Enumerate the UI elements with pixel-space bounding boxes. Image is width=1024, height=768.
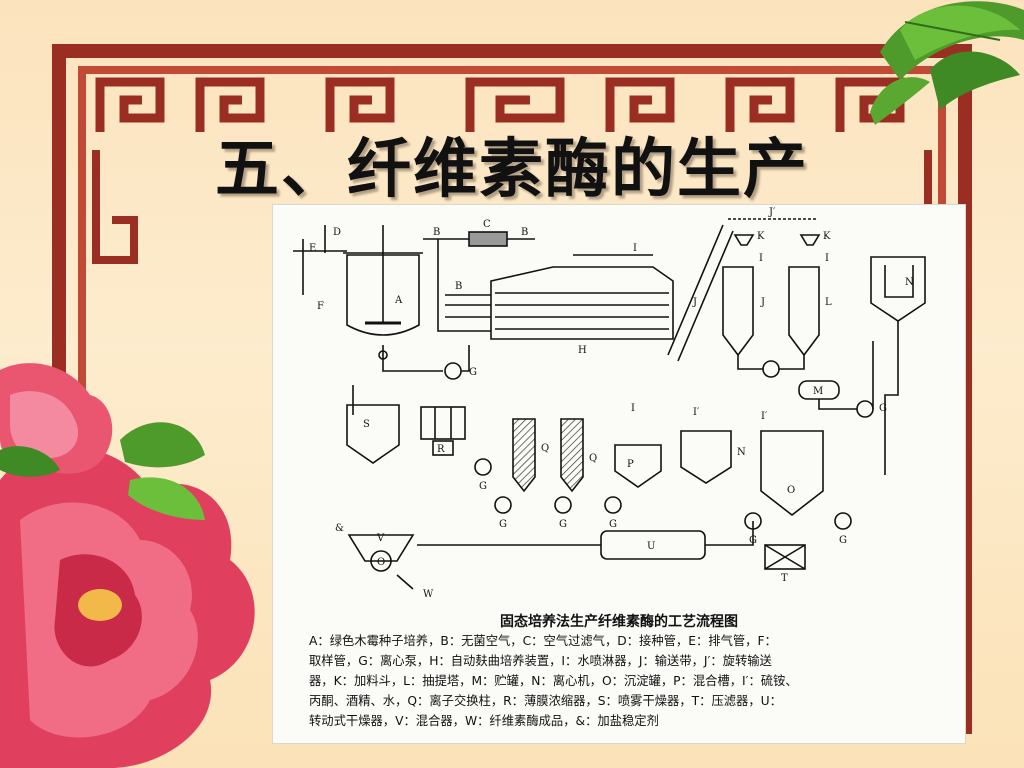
label-n2: N: [737, 447, 746, 458]
ion-exchange-column-1: [512, 418, 536, 493]
label-g4: G: [499, 519, 507, 530]
green-leaves-icon: [870, 1, 1024, 125]
settling-tank-o: [760, 430, 824, 517]
extraction-tower-1: [722, 266, 754, 357]
label-b3: B: [455, 281, 462, 292]
centrifuge-n-bottom: [680, 430, 732, 484]
label-i6: I′: [761, 411, 768, 422]
slide-title: 五、纤维素酶的生产: [215, 132, 809, 207]
label-n1: N: [905, 277, 914, 288]
label-u: U: [647, 541, 655, 552]
label-t: T: [781, 573, 788, 584]
spray-dryer-s: [346, 404, 400, 464]
peony-flower-icon: [0, 363, 255, 768]
extraction-tower-2: [788, 266, 820, 357]
label-d: D: [333, 227, 341, 238]
label-g8: G: [839, 535, 847, 546]
label-h: H: [578, 345, 587, 356]
label-s: S: [363, 419, 370, 430]
legend-line: 转动式干燥器，V：混合器，W：纤维素酶成品，&：加盐稳定剂: [309, 714, 659, 728]
label-g5: G: [559, 519, 567, 530]
mixer-v: [347, 534, 415, 562]
label-l: L: [825, 297, 832, 308]
label-g1: G: [469, 367, 477, 378]
label-g2: G: [879, 403, 887, 414]
centrifuge-n-top: [870, 256, 926, 322]
seed-fermenter-a: [346, 254, 420, 336]
ion-exchange-column-2: [560, 418, 584, 493]
label-e: E: [309, 243, 316, 254]
label-q1: Q: [541, 443, 549, 454]
label-i3: I: [825, 253, 829, 264]
legend-line: 取样管，G：离心泵，H：自动麸曲培养装置，I：水喷淋器，J：输送带，J′：旋转输…: [309, 654, 772, 668]
label-v: V: [376, 533, 385, 544]
membrane-concentrator-r: [420, 406, 466, 440]
label-o2: O: [377, 557, 385, 568]
label-w: W: [423, 589, 434, 600]
label-m: M: [813, 386, 823, 397]
label-b1: B: [433, 227, 440, 238]
filter-press-t: [764, 544, 806, 570]
label-g6: G: [609, 519, 617, 530]
label-j2: J: [760, 297, 765, 308]
label-k2: K: [823, 231, 831, 242]
label-o1: O: [787, 485, 795, 496]
process-flow-diagram: D E F A B C B B H G I J J′ K K I I J L M…: [293, 207, 926, 600]
koji-culture-unit-h: [490, 266, 674, 340]
label-jp: J′: [768, 207, 776, 218]
label-p: P: [627, 459, 634, 470]
label-f: F: [317, 301, 324, 312]
legend-line: A：绿色木霉种子培养，B：无菌空气，C：空气过滤气，D：接种管，E：排气管，F：: [309, 634, 777, 648]
label-r: R: [437, 444, 445, 455]
figure-title: 固态培养法生产纤维素酶的工艺流程图: [500, 614, 738, 630]
label-b2: B: [521, 227, 528, 238]
legend-line: 器，K：加料斗，L：抽提塔，M：贮罐，N：离心机，O：沉淀罐，P：混合槽，I′：…: [309, 674, 798, 688]
mixing-tank-p: [614, 444, 662, 488]
label-a: A: [394, 295, 403, 306]
process-flow-figure: D E F A B C B B H G I J J′ K K I I J L M…: [272, 204, 966, 744]
label-i5: I′: [693, 407, 700, 418]
label-c: C: [483, 219, 491, 230]
legend-line: 丙酮、酒精、水，Q：离子交换柱，R：薄膜浓缩器，S：喷雾干燥器，T：压滤器，U：: [309, 694, 782, 708]
figure-legend: A：绿色木霉种子培养，B：无菌空气，C：空气过滤气，D：接种管，E：排气管，F：…: [309, 631, 949, 731]
label-k1: K: [757, 231, 765, 242]
label-g3: G: [479, 481, 487, 492]
label-g7: G: [749, 535, 757, 546]
label-i2: I: [759, 253, 763, 264]
label-i1: I: [633, 243, 637, 254]
label-q2: Q: [589, 453, 597, 464]
label-i4: I: [631, 403, 635, 414]
label-amp: &: [335, 523, 344, 534]
label-j1: J: [692, 297, 697, 308]
